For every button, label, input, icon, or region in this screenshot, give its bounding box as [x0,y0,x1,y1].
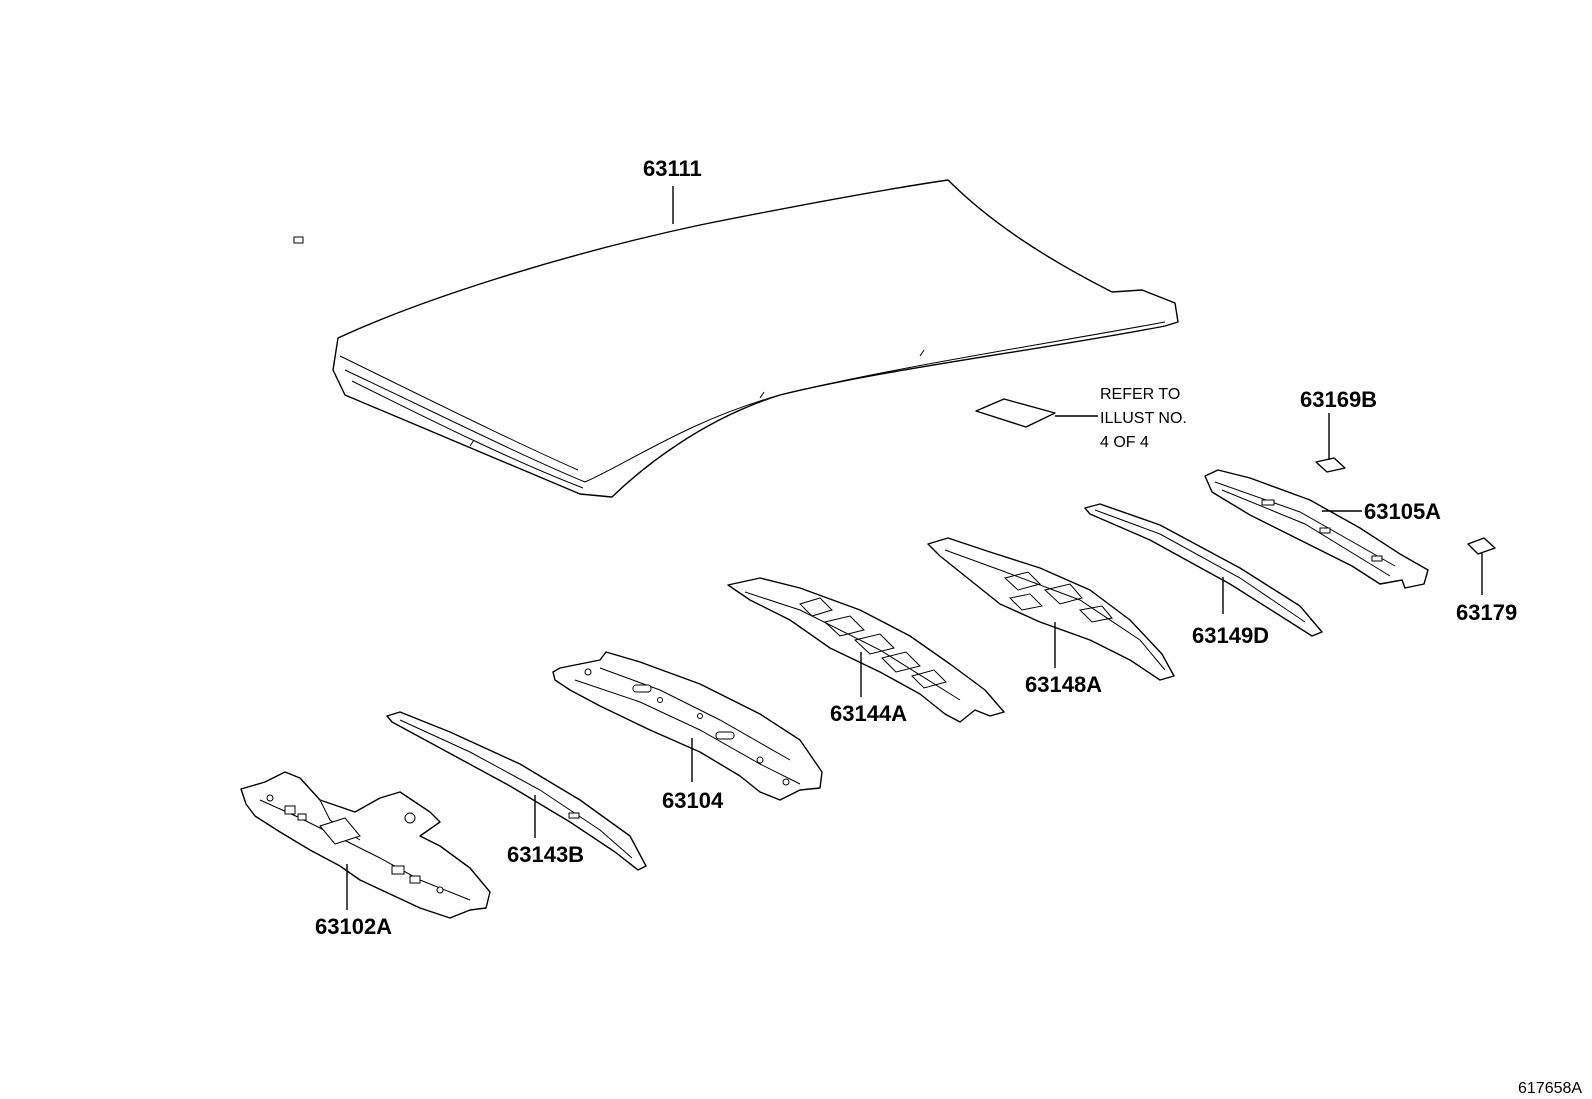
plate-63169b[interactable] [1315,457,1346,473]
part-label-63149d[interactable]: 63149D [1192,623,1269,648]
header-63104[interactable] [552,651,823,801]
roof-panel-63111[interactable] [293,179,1179,498]
reinforcement-63105a[interactable] [1204,469,1429,589]
reference-note-line1: REFER TO [1100,386,1180,403]
part-label-63111[interactable]: 63111 [643,156,702,181]
part-label-63105a[interactable]: 63105A [1364,499,1441,524]
reference-panel[interactable] [975,398,1056,428]
plate-63179[interactable] [1467,537,1496,555]
bow-63144a[interactable] [727,577,1005,723]
rail-63149d[interactable] [1084,503,1323,637]
reference-note: REFER TO ILLUST NO. 4 OF 4 [1100,386,1187,451]
part-label-63169b[interactable]: 63169B [1300,387,1377,412]
part-label-63104[interactable]: 63104 [662,788,724,813]
part-label-63179[interactable]: 63179 [1456,600,1517,625]
part-label-63143b[interactable]: 63143B [507,842,584,867]
header-63102a[interactable] [240,771,491,919]
part-label-63144a[interactable]: 63144A [830,701,907,726]
part-label-63102a[interactable]: 63102A [315,914,392,939]
reference-note-line2: ILLUST NO. [1100,410,1187,427]
rail-63143b[interactable] [386,711,647,871]
part-label-63148a[interactable]: 63148A [1025,672,1102,697]
illustration-id: 617658A [1518,1080,1582,1097]
bow-63148a[interactable] [927,537,1175,681]
reference-note-line3: 4 OF 4 [1100,434,1149,451]
